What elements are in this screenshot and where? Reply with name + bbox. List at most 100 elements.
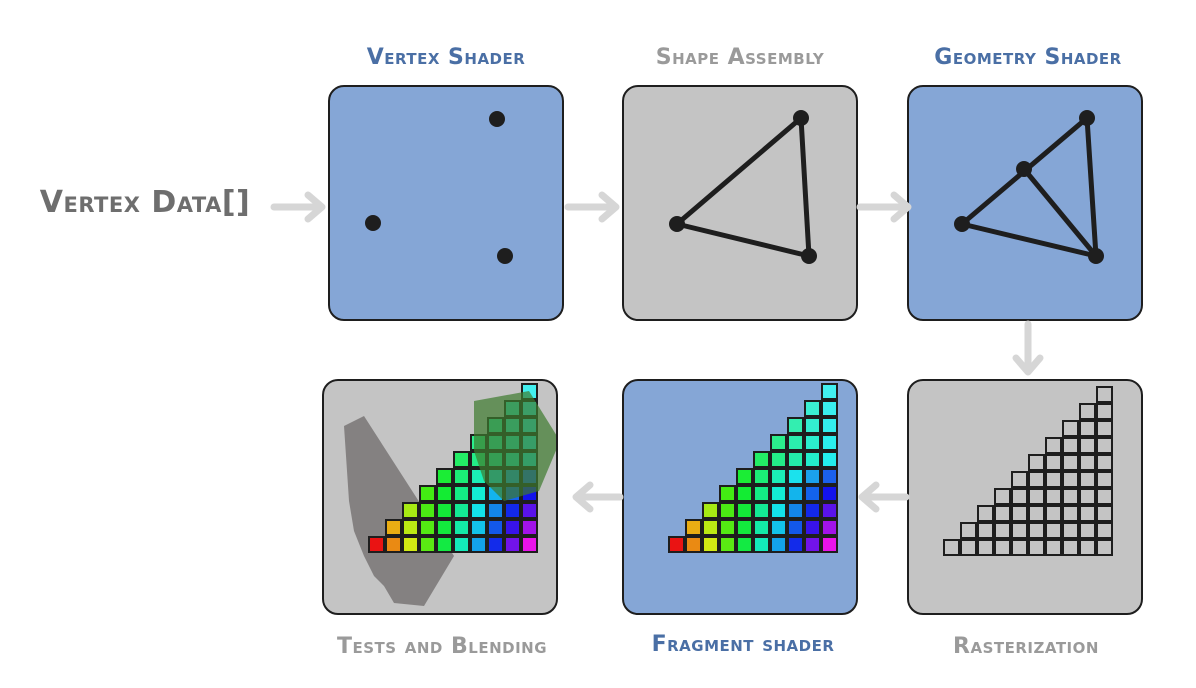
pixel-cell [961, 523, 976, 538]
pixel-cell [961, 540, 976, 555]
pixel-cell [1063, 472, 1078, 487]
pixel-cell [822, 401, 837, 416]
pixel-cell [754, 503, 769, 518]
pixel-cell [420, 486, 435, 501]
pixel-cell [1029, 472, 1044, 487]
pixel-cell [1097, 489, 1112, 504]
pixel-cell [737, 486, 752, 501]
pixel-cell [505, 537, 520, 552]
pixel-cell [754, 452, 769, 467]
pixel-cell [822, 435, 837, 450]
pixel-cell [822, 469, 837, 484]
pixel-cell [403, 520, 418, 535]
fragment-shader-label: Fragment shader [652, 632, 835, 657]
pixel-cell [771, 520, 786, 535]
pixel-cell [1029, 489, 1044, 504]
pixel-cell [978, 506, 993, 521]
pixel-cell [1080, 421, 1095, 436]
input-label: Vertex Data[] [40, 185, 251, 220]
pixel-cell [720, 537, 735, 552]
pixel-cell [822, 486, 837, 501]
pixel-cell [720, 486, 735, 501]
pixel-cell [1046, 506, 1061, 521]
pixel-cell [805, 537, 820, 552]
pixel-cell [1097, 438, 1112, 453]
pixel-cell [454, 537, 469, 552]
pixel-cell [686, 520, 701, 535]
pixel-cell [505, 503, 520, 518]
pixel-cell [771, 486, 786, 501]
pixel-cell [454, 452, 469, 467]
pixel-cell [1012, 506, 1027, 521]
pixel-cell [805, 401, 820, 416]
pixel-cell [420, 537, 435, 552]
geometry-shader-label: Geometry Shader [934, 45, 1121, 70]
pixel-cell [805, 486, 820, 501]
pixel-cell [995, 523, 1010, 538]
pixel-cell [720, 520, 735, 535]
pixel-cell [788, 486, 803, 501]
pixel-cell [754, 486, 769, 501]
pixel-cell [788, 418, 803, 433]
pixel-cell [1097, 472, 1112, 487]
pixel-cell [1080, 455, 1095, 470]
pixel-cell [1097, 404, 1112, 419]
pixel-cell [822, 520, 837, 535]
pixel-cell [1097, 387, 1112, 402]
pixel-cell [1012, 472, 1027, 487]
pixel-cell [1097, 506, 1112, 521]
pixel-cell [771, 452, 786, 467]
pixel-cell [1080, 404, 1095, 419]
pixel-cell [822, 452, 837, 467]
vertex-points-icon [330, 87, 564, 321]
pixel-cell [386, 537, 401, 552]
pixel-cell [703, 520, 718, 535]
pixel-cell [720, 503, 735, 518]
pixel-cell [754, 469, 769, 484]
pixel-grid-icon [909, 381, 1143, 615]
pixel-cell [1097, 455, 1112, 470]
pixel-cell [686, 537, 701, 552]
pixel-cell [1063, 421, 1078, 436]
pixel-cell [754, 537, 769, 552]
pixel-cell [488, 537, 503, 552]
subdivided-triangle-icon [909, 87, 1143, 321]
pixel-cell [737, 469, 752, 484]
pixel-cell [822, 384, 837, 399]
pixel-cell [1046, 489, 1061, 504]
rasterization-box [907, 379, 1143, 615]
pixel-cell [1080, 438, 1095, 453]
pixel-cell [522, 503, 537, 518]
pixel-cell [1046, 540, 1061, 555]
pixel-cell [437, 503, 452, 518]
pixel-cell [454, 520, 469, 535]
pixel-cell [754, 520, 769, 535]
pixel-cell [1063, 506, 1078, 521]
pixel-cell [822, 418, 837, 433]
pixel-cell [669, 537, 684, 552]
pixel-cell [454, 486, 469, 501]
pixel-cell [437, 520, 452, 535]
arrow-down-icon [1008, 320, 1048, 380]
pixel-cell [788, 452, 803, 467]
geometry-shader-box [907, 85, 1143, 321]
pixel-cell [1080, 489, 1095, 504]
pixel-cell [737, 520, 752, 535]
pixel-cell [471, 520, 486, 535]
triangle-icon [624, 87, 858, 321]
pixel-cell [1029, 540, 1044, 555]
arrow-left-icon [572, 480, 626, 514]
pixel-cell [805, 469, 820, 484]
pixel-cell [437, 537, 452, 552]
pixel-cell [1097, 523, 1112, 538]
pixel-cell [437, 469, 452, 484]
pixel-cell [805, 520, 820, 535]
pixel-cell [471, 537, 486, 552]
vertex-shader-label: Vertex Shader [367, 45, 526, 70]
pixel-cell [454, 503, 469, 518]
pixel-cell [1097, 540, 1112, 555]
pixel-cell [788, 469, 803, 484]
pixel-cell [1080, 523, 1095, 538]
pixel-cell [995, 506, 1010, 521]
shape-assembly-label: Shape Assembly [656, 45, 825, 70]
